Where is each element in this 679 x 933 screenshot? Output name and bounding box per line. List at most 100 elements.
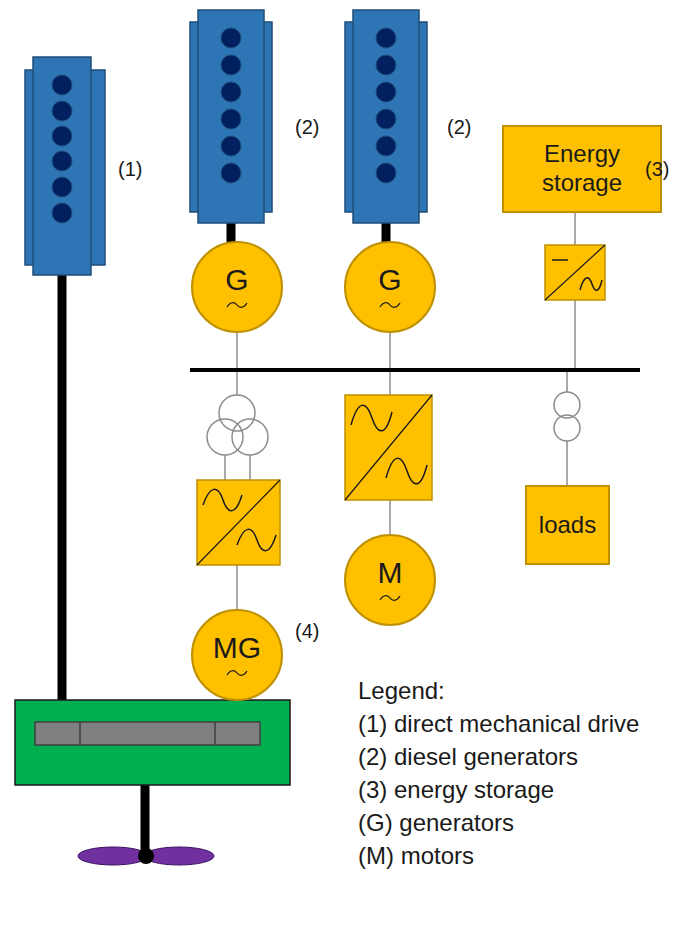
ac-tilde	[380, 303, 400, 308]
cylinders	[376, 28, 396, 183]
engine	[190, 10, 272, 223]
cylinder	[376, 163, 396, 183]
callout-number: (4)	[295, 620, 319, 643]
legend-text: (1) direct mechanical drive	[358, 710, 639, 737]
cylinder	[221, 82, 241, 102]
wire	[236, 565, 238, 612]
converter-diagonal	[197, 480, 280, 565]
gear-divider	[214, 722, 216, 745]
cylinder	[221, 28, 241, 48]
gear-divider	[79, 722, 81, 745]
ac-tilde	[380, 596, 400, 601]
cylinder	[221, 109, 241, 129]
legend-entry: (G) generators	[358, 806, 670, 839]
wire	[566, 370, 568, 392]
motor-circle: M	[343, 533, 437, 627]
transformer-symbol	[207, 395, 268, 455]
legend-heading: Legend:	[358, 674, 670, 707]
circle-shape	[345, 535, 435, 625]
shaft	[58, 270, 67, 722]
engine-block	[198, 10, 264, 223]
cylinder	[376, 109, 396, 129]
gear-bar	[35, 722, 260, 745]
converter-box	[545, 245, 605, 300]
ac-sine	[386, 458, 427, 484]
legend-entry: (2) diesel generators	[358, 740, 670, 773]
node-text: Energy storage	[512, 140, 652, 198]
gearbox	[15, 700, 290, 785]
cylinder	[52, 75, 72, 95]
cylinder	[221, 163, 241, 183]
cylinder	[52, 126, 72, 146]
propeller-blade	[144, 847, 214, 865]
storage-box: Energy storage	[502, 125, 662, 213]
circle-shape	[192, 242, 282, 332]
generator-circle: G	[343, 240, 437, 334]
cylinder	[376, 136, 396, 156]
ac-sine	[203, 489, 242, 510]
transformer-symbol	[554, 392, 580, 441]
wire	[224, 455, 226, 480]
node-text: loads	[539, 511, 596, 540]
node-text: G	[378, 262, 401, 312]
circle-shape	[345, 242, 435, 332]
wire	[574, 300, 576, 370]
wire	[389, 500, 391, 537]
legend-text: (M) motors	[358, 842, 474, 869]
propeller-hub	[138, 848, 154, 864]
ac-sine	[580, 278, 602, 290]
gearbox-housing	[15, 700, 290, 785]
converter-symbol	[345, 395, 432, 500]
legend-entry: (M) motors	[358, 839, 670, 872]
legend-entry: (1) direct mechanical drive	[358, 707, 670, 740]
wire	[249, 455, 251, 480]
winding	[554, 415, 580, 441]
cylinder	[52, 203, 72, 223]
wire	[574, 213, 576, 245]
converter-symbol	[545, 245, 605, 300]
legend: Legend: (1) direct mechanical drive (2) di…	[358, 674, 670, 872]
ac-sine	[351, 405, 392, 431]
callout-number: (2)	[295, 116, 319, 139]
wire	[389, 332, 391, 395]
callout-number: (1)	[118, 158, 142, 181]
cylinder	[376, 55, 396, 75]
cylinder	[376, 28, 396, 48]
legend-text: (G) generators	[358, 809, 514, 836]
cylinder	[52, 151, 72, 171]
converter-diagonal	[345, 395, 432, 500]
cylinder	[376, 82, 396, 102]
legend-text: (2) diesel generators	[358, 743, 578, 770]
cylinders	[221, 28, 241, 183]
load-box: loads	[525, 485, 610, 565]
propeller	[78, 847, 214, 865]
winding	[554, 392, 580, 418]
legend-entry: (3) energy storage	[358, 773, 670, 806]
bus-bar	[190, 368, 640, 372]
wire	[566, 441, 568, 485]
engine	[25, 57, 105, 275]
engine	[345, 10, 427, 223]
node-text: MG	[213, 630, 261, 680]
ac-sine	[237, 529, 276, 550]
cylinder	[52, 177, 72, 197]
wire	[236, 332, 238, 395]
legend-text: (3) energy storage	[358, 776, 554, 803]
dc-line	[552, 259, 568, 261]
node-text: M	[378, 555, 403, 605]
callout-number: (3)	[645, 158, 669, 181]
engine-block	[33, 57, 91, 275]
generator-circle: G	[190, 240, 284, 334]
cylinder	[221, 55, 241, 75]
engine-block	[353, 10, 419, 223]
converter-symbol	[197, 480, 280, 565]
motor-generator-circle: MG	[190, 608, 284, 702]
converter-box	[197, 480, 280, 565]
callout-number: (2)	[447, 116, 471, 139]
converter-box	[345, 395, 432, 500]
node-text: G	[225, 262, 248, 312]
cylinders	[52, 75, 72, 223]
ac-tilde	[227, 671, 247, 676]
cylinder	[221, 136, 241, 156]
